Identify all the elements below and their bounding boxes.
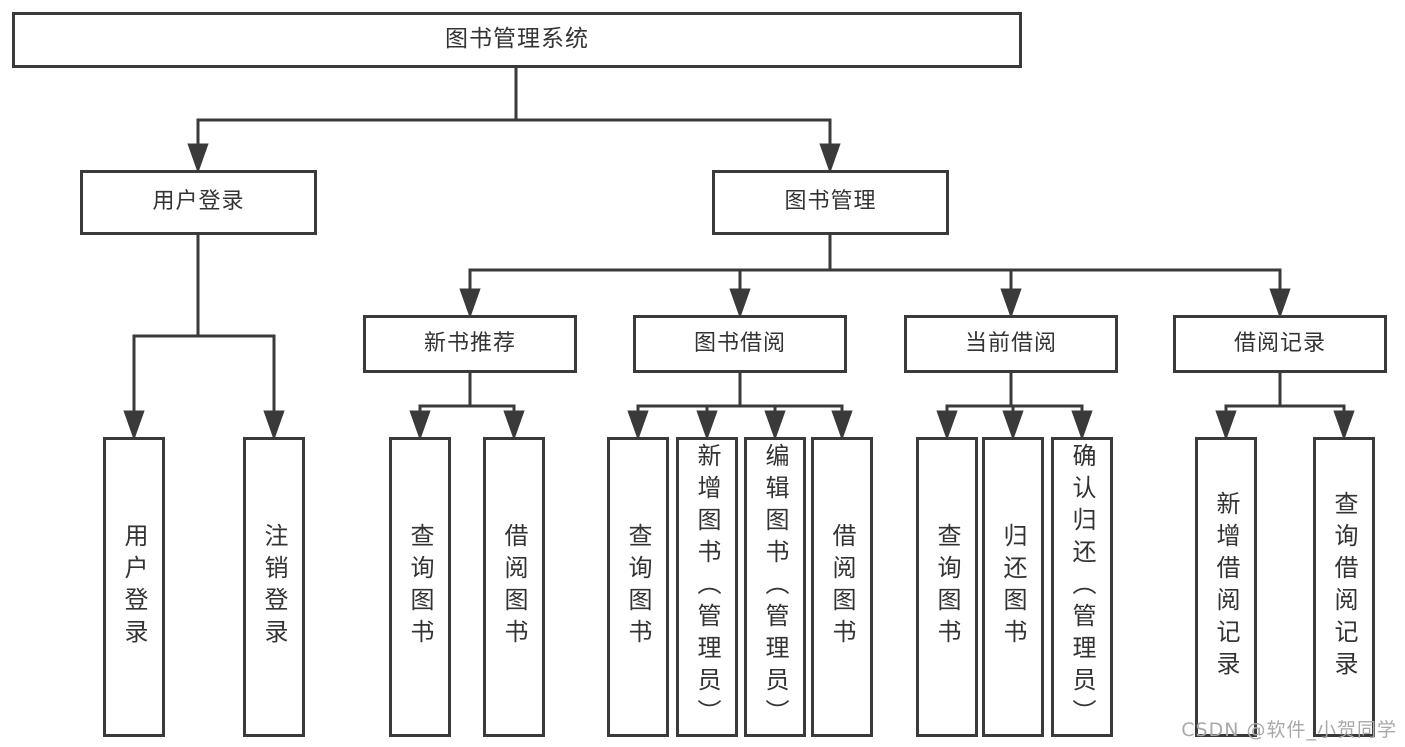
leaf-current-confirm-return-admin: 确认归还（管理员） (1051, 437, 1113, 737)
leaf-borrowing-add-books-admin: 新增图书（管理员） (676, 437, 738, 737)
arrowhead (409, 410, 431, 441)
leaf-current-query-books: 查询图书 (916, 437, 978, 737)
leaf-newbooks-query-books: 查询图书 (389, 437, 451, 737)
arrowhead (263, 410, 285, 441)
arrowhead (1333, 410, 1355, 441)
leaf-logout: 注销登录 (243, 437, 305, 737)
arrowhead (1071, 410, 1093, 441)
leaf-user-login: 用户登录 (103, 437, 165, 737)
arrowhead (729, 288, 751, 319)
leaf-records-add-record: 新增借阅记录 (1195, 437, 1257, 737)
arrowhead (831, 410, 853, 441)
arrowhead (696, 410, 718, 441)
arrowhead (1000, 288, 1022, 319)
arrowhead (819, 143, 841, 174)
node-user-login: 用户登录 (80, 170, 317, 235)
arrowhead (187, 143, 209, 174)
leaf-newbooks-borrow-books: 借阅图书 (483, 437, 545, 737)
arrowhead (1002, 410, 1024, 441)
arrowhead (1269, 288, 1291, 319)
arrowhead (1215, 410, 1237, 441)
leaf-borrowing-query-books: 查询图书 (607, 437, 669, 737)
node-new-book-recommend: 新书推荐 (363, 315, 577, 373)
node-library-system: 图书管理系统 (12, 12, 1022, 68)
arrowhead (936, 410, 958, 441)
arrowhead (627, 410, 649, 441)
arrowhead (503, 410, 525, 441)
leaf-current-return-books: 归还图书 (982, 437, 1044, 737)
arrowhead (764, 410, 786, 441)
node-current-borrowing: 当前借阅 (904, 315, 1118, 373)
arrowhead (459, 288, 481, 319)
arrowhead (123, 410, 145, 441)
node-book-management: 图书管理 (712, 170, 949, 235)
leaf-borrowing-edit-books-admin: 编辑图书（管理员） (744, 437, 806, 737)
node-borrowing-records: 借阅记录 (1173, 315, 1387, 373)
node-book-borrowing: 图书借阅 (633, 315, 847, 373)
csdn-watermark: CSDN @软件_小贺同学 (1181, 719, 1397, 741)
leaf-records-query-record: 查询借阅记录 (1313, 437, 1375, 737)
leaf-borrowing-borrow-books: 借阅图书 (811, 437, 873, 737)
